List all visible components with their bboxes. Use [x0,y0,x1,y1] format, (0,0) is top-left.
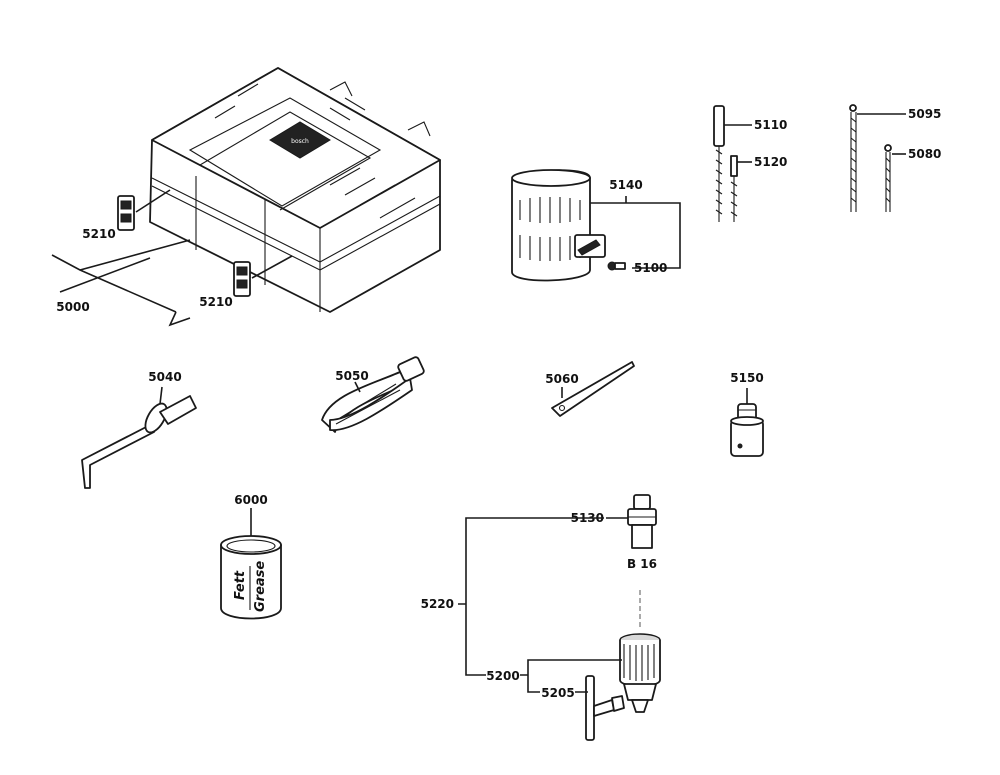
label-guard-screw: 5100 [634,261,667,275]
grease-label-grease: Grease [253,561,268,612]
carrying-case: bosch [149,67,441,313]
label-grease: 6000 [234,493,267,507]
label-wedge: 5060 [545,372,578,386]
label-strap: 5050 [335,369,368,383]
label-chuck: 5200 [486,669,519,683]
label-arbor-taper: B 16 [627,557,657,571]
svg-text:bosch: bosch [291,138,309,145]
label-pin-long: 5095 [908,107,941,121]
set-bracket-line [458,517,604,676]
chuck-bracket-line [520,659,622,693]
guard-bracket-line [590,196,681,269]
grease-can: Fett Grease [220,535,282,620]
label-guard: 5140 [609,178,642,192]
label-case: 5000 [56,300,89,314]
grease-label-fett: Fett [233,570,248,600]
label-chuck-key: 5205 [541,686,574,700]
wedge [551,361,635,417]
pin-long [849,104,857,212]
label-guide-tool: 5040 [148,370,181,384]
label-pin-long-small: 5080 [908,147,941,161]
adapter [730,403,764,457]
pin-large [713,105,725,222]
strap [321,356,425,433]
label-adapter: 5150 [730,371,763,385]
label-set: 5220 [421,597,454,611]
pin-small [730,155,738,222]
label-latch-bottom: 5210 [199,295,232,309]
pin-long-small [884,144,892,212]
drill-chuck [619,633,661,713]
case-latch-top [117,195,135,231]
case-latch-bottom [233,261,251,297]
label-pin-small: 5120 [754,155,787,169]
guide-tool [81,395,197,489]
case-bracket-line [51,239,191,327]
label-pin-large: 5110 [754,118,787,132]
guard-sleeve [511,169,606,282]
label-latch-top: 5210 [82,227,115,241]
arbor [627,494,657,549]
guard-screw [607,261,626,271]
chuck-key [585,675,625,741]
